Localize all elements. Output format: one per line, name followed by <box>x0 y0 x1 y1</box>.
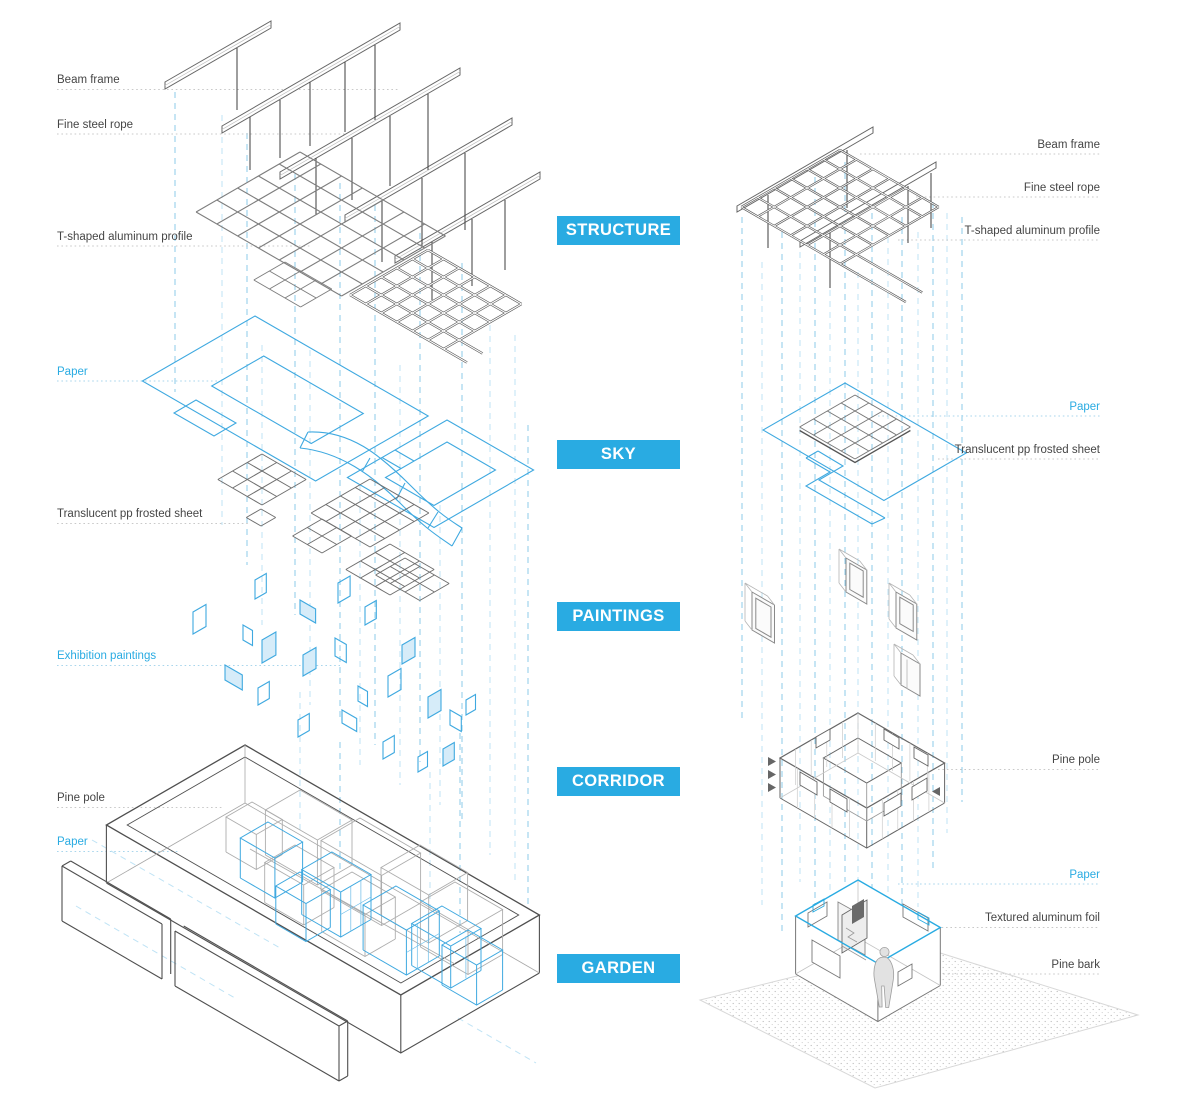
label-t-shaped-aluminum-profile: T-shaped aluminum profile <box>57 231 193 243</box>
section-tag-garden: GARDEN <box>557 954 680 983</box>
right-paintings-layer <box>744 548 921 697</box>
label-beam-frame: Beam frame <box>57 74 120 86</box>
label-paper-garden: Paper <box>57 836 88 848</box>
right-sky-paper-layer <box>761 382 968 525</box>
right-corridor-layer <box>768 712 946 849</box>
label-paper-garden-right: Paper <box>1069 869 1100 881</box>
section-tag-structure: STRUCTURE <box>557 216 680 245</box>
label-translucent-pp-frosted-sheet-right: Translucent pp frosted sheet <box>954 444 1100 456</box>
left-structure-layer <box>164 20 541 363</box>
right-structure-layer <box>737 126 1005 302</box>
leader-lines-left <box>57 89 400 852</box>
label-exhibition-paintings: Exhibition paintings <box>57 650 157 662</box>
person-silhouette <box>873 947 895 1008</box>
label-pine-bark: Pine bark <box>1051 959 1100 971</box>
section-tag-paintings: PAINTINGS <box>557 602 680 631</box>
label-pine-pole-right: Pine pole <box>1052 754 1100 766</box>
section-tag-sky: SKY <box>557 440 680 469</box>
label-paper-sky: Paper <box>57 366 88 378</box>
label-fine-steel-rope-right: Fine steel rope <box>1023 182 1100 194</box>
explode-guides-left <box>75 92 537 1064</box>
right-garden-layer <box>698 879 1140 1089</box>
leader-lines-right <box>860 153 1100 975</box>
label-beam-frame-right: Beam frame <box>1037 139 1100 151</box>
label-fine-steel-rope: Fine steel rope <box>57 119 134 131</box>
left-garden-layer <box>61 744 541 1082</box>
explode-guides-right <box>741 162 963 1012</box>
label-pine-pole: Pine pole <box>57 792 105 804</box>
section-tag-corridor: CORRIDOR <box>557 767 680 796</box>
label-translucent-pp-frosted-sheet: Translucent pp frosted sheet <box>57 508 203 520</box>
left-frosted-sheet-layer <box>218 454 449 601</box>
label-textured-aluminum-foil: Textured aluminum foil <box>984 912 1100 924</box>
label-paper-sky-right: Paper <box>1069 401 1100 413</box>
left-sky-paper-layer <box>141 315 535 547</box>
label-t-shaped-aluminum-profile-right: T-shaped aluminum profile <box>964 225 1100 237</box>
left-paintings-layer <box>192 572 477 773</box>
